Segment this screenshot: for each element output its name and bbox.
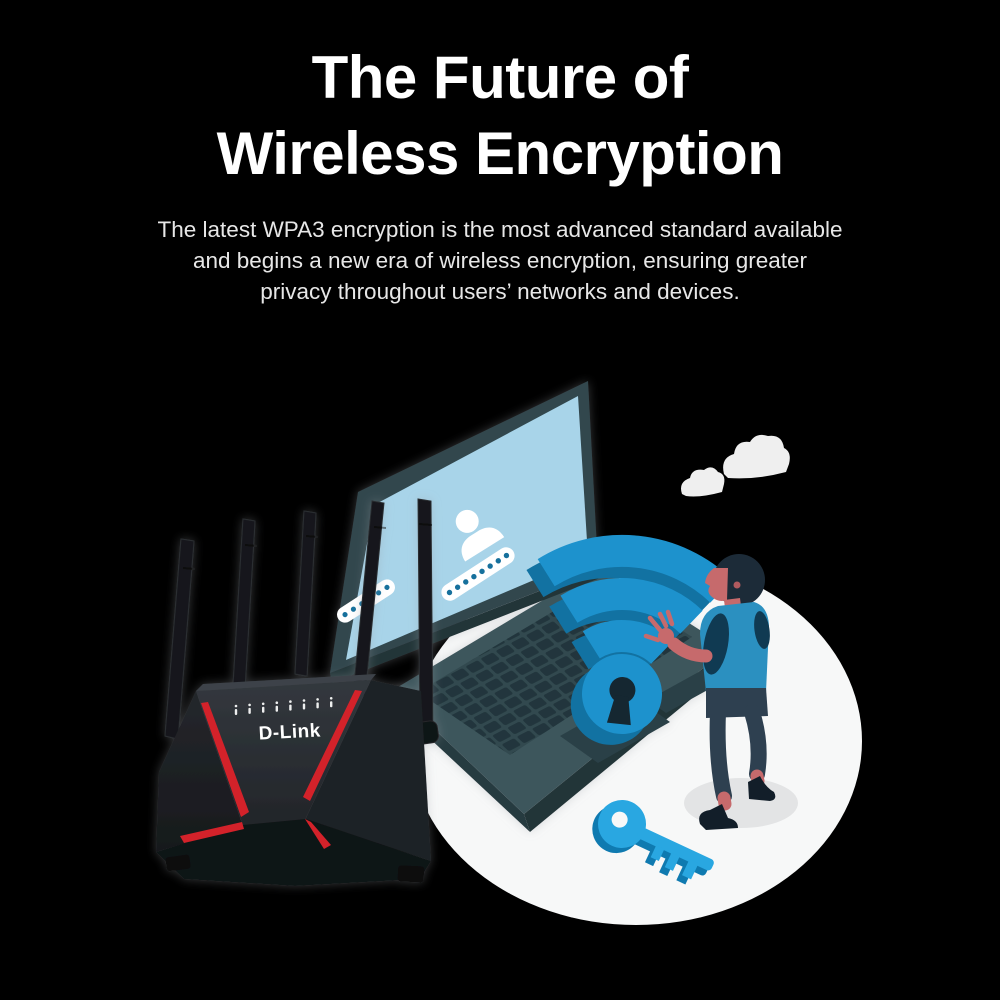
antenna-icon bbox=[232, 518, 256, 689]
person-ear bbox=[733, 581, 741, 589]
person-hand bbox=[643, 609, 675, 644]
router-antennas bbox=[164, 498, 434, 741]
cloud-icon bbox=[723, 434, 790, 479]
page-title: The Future of Wireless Encryption bbox=[0, 40, 1000, 192]
clouds bbox=[681, 434, 790, 497]
password-dots bbox=[446, 552, 510, 596]
router-top-edge bbox=[196, 674, 376, 691]
wifi-top bbox=[537, 534, 733, 734]
person-shoes bbox=[699, 776, 776, 830]
subtitle-line-3: privacy throughout users’ networks and d… bbox=[260, 279, 740, 304]
laptop-hinge bbox=[330, 568, 600, 683]
router-base-skirt bbox=[156, 819, 431, 886]
title-line-2: Wireless Encryption bbox=[216, 120, 784, 187]
person-face bbox=[705, 568, 728, 601]
person-arm bbox=[667, 637, 713, 663]
key-icon bbox=[592, 800, 714, 885]
page-subtitle: The latest WPA3 encryption is the most a… bbox=[0, 214, 1000, 307]
router-foot bbox=[397, 865, 425, 883]
laptop-vent bbox=[648, 669, 722, 713]
person-legs bbox=[709, 704, 767, 804]
keyhole-icon bbox=[606, 677, 636, 726]
user-silhouette-icon bbox=[455, 509, 505, 562]
subtitle-line-1: The latest WPA3 encryption is the most a… bbox=[157, 217, 843, 242]
antenna-icon bbox=[164, 538, 195, 740]
router-side-left bbox=[156, 691, 243, 852]
router-side-right bbox=[305, 680, 431, 861]
title-line-1: The Future of bbox=[311, 44, 689, 111]
router: D-Link bbox=[156, 498, 439, 886]
antenna-icon bbox=[294, 510, 317, 677]
router-red-accents bbox=[180, 690, 362, 849]
cloud-icon bbox=[681, 467, 725, 497]
password-field-upper bbox=[441, 547, 515, 601]
antenna-grooves bbox=[182, 523, 433, 570]
person bbox=[643, 554, 776, 830]
router-foot bbox=[165, 854, 191, 872]
router-brand-logo: D-Link bbox=[258, 720, 321, 744]
subtitle-line-2: and begins a new era of wireless encrypt… bbox=[192, 248, 808, 273]
wifi-lock-icon bbox=[526, 534, 733, 745]
key-hole bbox=[611, 811, 628, 828]
hero-text: The Future of Wireless Encryption The la… bbox=[0, 0, 1000, 307]
